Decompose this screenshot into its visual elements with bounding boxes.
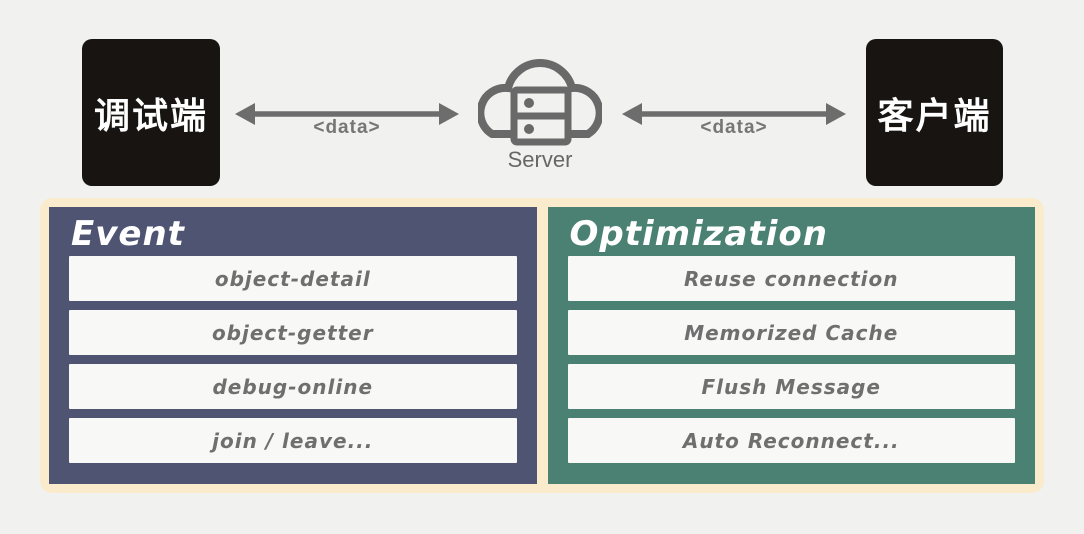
event-row: object-detail — [69, 256, 517, 301]
optimization-row: Flush Message — [567, 364, 1015, 409]
optimization-rows: Reuse connection Memorized Cache Flush M… — [567, 256, 1015, 463]
double-arrow-icon — [235, 103, 459, 125]
event-rows: object-detail object-getter debug-online… — [69, 256, 517, 463]
optimization-row: Memorized Cache — [567, 310, 1015, 355]
event-panel: Event object-detail object-getter debug-… — [49, 207, 537, 484]
double-arrow-icon — [622, 103, 846, 125]
debug-client-label: 调试端 — [93, 95, 208, 137]
optimization-panel-title: Optimization — [569, 214, 828, 254]
server-label: Server — [507, 147, 573, 172]
client-label: 客户端 — [877, 95, 992, 137]
debug-client-box: 调试端 — [82, 39, 220, 186]
optimization-panel: Optimization Reuse connection Memorized … — [547, 207, 1035, 484]
right-data-label: <data> — [700, 117, 768, 138]
cloud-server-icon — [478, 59, 602, 146]
optimization-row: Auto Reconnect... — [567, 418, 1015, 463]
event-panel-title: Event — [71, 214, 185, 254]
event-row: object-getter — [69, 310, 517, 355]
event-row: debug-online — [69, 364, 517, 409]
client-box: 客户端 — [866, 39, 1003, 186]
event-row: join / leave... — [69, 418, 517, 463]
left-data-label: <data> — [313, 117, 381, 138]
optimization-row: Reuse connection — [567, 256, 1015, 301]
legend-tray: Event object-detail object-getter debug-… — [40, 198, 1044, 493]
